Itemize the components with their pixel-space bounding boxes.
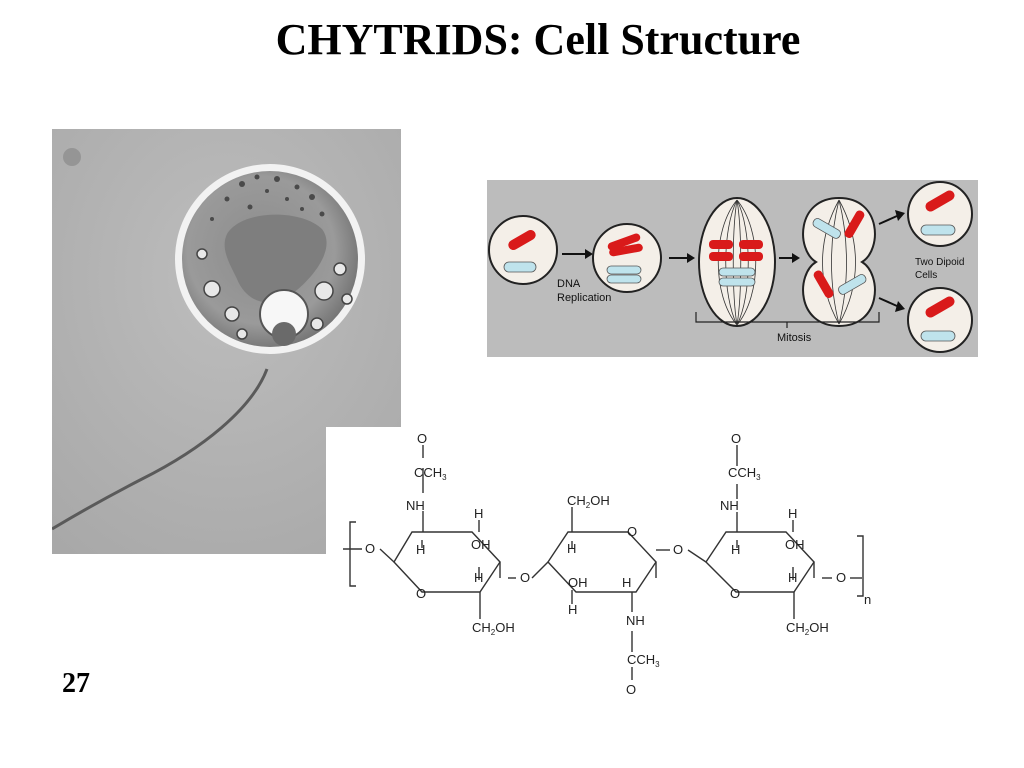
dna-replication-label-line2: Replication bbox=[557, 292, 611, 304]
atom-label: O bbox=[673, 542, 683, 557]
atom-label: O bbox=[626, 682, 636, 697]
daughter-cell-bottom bbox=[907, 287, 973, 353]
two-diploid-label-line2: Cells bbox=[915, 270, 937, 281]
atom-label: CCH3 bbox=[627, 652, 660, 669]
arrow-icon bbox=[669, 253, 695, 263]
chytrid-micrograph bbox=[52, 129, 401, 554]
mitosis-diagram: DNA Replication bbox=[487, 180, 978, 357]
metaphase-cell bbox=[698, 197, 776, 327]
atom-label: O bbox=[731, 431, 741, 446]
atom-label: CH2OH bbox=[472, 620, 515, 637]
atom-label: O bbox=[416, 586, 426, 601]
atom-label: O bbox=[417, 431, 427, 446]
two-diploid-label-line1: Two Dipoid bbox=[915, 257, 964, 268]
replicated-cell bbox=[592, 223, 662, 293]
atom-label: n bbox=[864, 592, 871, 607]
atom-labels: O CCH3 NH H H OH H O O O CH2OH CH2OH H O… bbox=[365, 431, 871, 697]
daughter-cell-top bbox=[907, 181, 973, 247]
atom-label: O bbox=[365, 541, 375, 556]
atom-label: H bbox=[474, 570, 483, 585]
slide-number: 27 bbox=[62, 668, 90, 699]
parent-cell bbox=[488, 215, 558, 285]
atom-label: O bbox=[627, 524, 637, 539]
atom-label: NH bbox=[406, 498, 425, 513]
mitosis-label: Mitosis bbox=[777, 332, 812, 344]
mitosis-bracket bbox=[695, 312, 880, 328]
arrow-icon bbox=[779, 253, 800, 263]
anaphase-cell bbox=[802, 196, 876, 328]
atom-label: H bbox=[568, 602, 577, 617]
arrow-icon bbox=[562, 249, 593, 259]
dna-replication-label-line1: DNA bbox=[557, 278, 581, 290]
atom-label: CH2OH bbox=[567, 493, 610, 510]
atom-label: O bbox=[730, 586, 740, 601]
arrow-icon bbox=[878, 297, 905, 312]
atom-label: CCH3 bbox=[414, 465, 447, 482]
slide-title: CHYTRIDS: Cell Structure bbox=[275, 15, 801, 64]
atom-label: CH2OH bbox=[786, 620, 829, 637]
atom-label: H bbox=[622, 575, 631, 590]
atom-label: OH bbox=[568, 575, 588, 590]
atom-label: O bbox=[836, 570, 846, 585]
arrow-icon bbox=[878, 210, 905, 225]
atom-label: H bbox=[474, 506, 483, 521]
chitin-structure-diagram: O CCH3 NH H H OH H O O O CH2OH CH2OH H O… bbox=[326, 427, 888, 702]
atom-label: H bbox=[567, 541, 576, 556]
atom-label: OH bbox=[471, 537, 491, 552]
atom-label: NH bbox=[720, 498, 739, 513]
atom-label: H bbox=[731, 542, 740, 557]
atom-label: OH bbox=[785, 537, 805, 552]
atom-label: O bbox=[520, 570, 530, 585]
atom-label: H bbox=[788, 506, 797, 521]
atom-label: CCH3 bbox=[728, 465, 761, 482]
atom-label: NH bbox=[626, 613, 645, 628]
atom-label: H bbox=[416, 542, 425, 557]
atom-label: H bbox=[788, 570, 797, 585]
